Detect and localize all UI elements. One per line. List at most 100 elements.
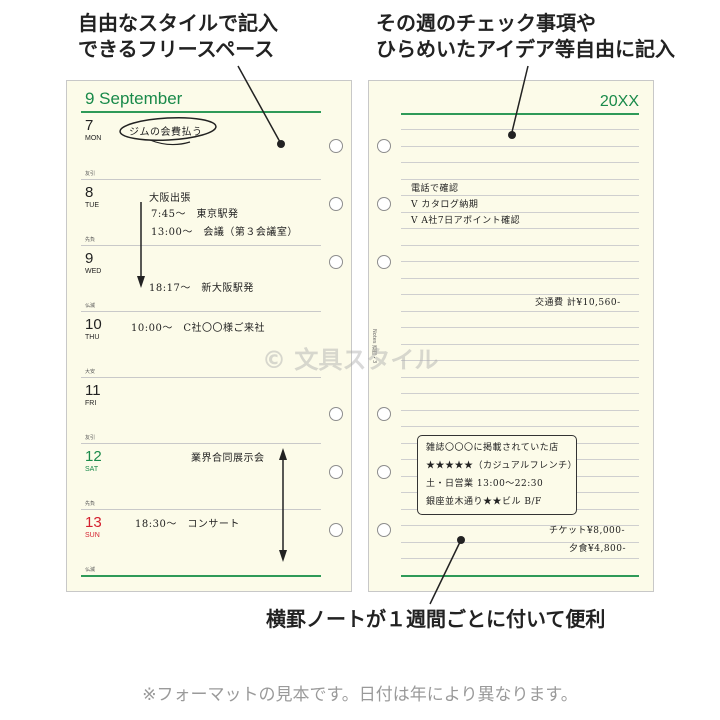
day-name: SUN — [85, 532, 100, 539]
ruled-line — [401, 343, 639, 345]
day-number: 8 — [85, 184, 94, 201]
memo-line-2: ★★★★★（カジュアルフレンチ） — [426, 461, 578, 471]
binder-hole — [377, 255, 391, 269]
day-row-fri[interactable]: 11 FRI 友引 — [81, 377, 321, 443]
day-number: 13 — [85, 514, 102, 531]
ruled-line — [401, 525, 639, 526]
rokuyo-label: 仏滅 — [85, 303, 96, 309]
ruled-line — [401, 376, 639, 378]
expo-arrow-up-icon — [279, 448, 287, 460]
binder-hole — [329, 523, 343, 537]
day-number: 11 — [85, 382, 101, 399]
binder-hole — [329, 465, 343, 479]
ruled-line — [401, 409, 639, 411]
binder-hole — [329, 139, 343, 153]
note-gym-fee: ジムの会費払う — [129, 127, 203, 138]
sample-footnote: ※フォーマットの見本です。日付は年により異なります。 — [142, 685, 578, 705]
ruled-line — [401, 327, 639, 328]
day-row-tue[interactable]: 8 TUE 先負 — [81, 179, 321, 245]
ruled-line — [401, 145, 639, 147]
ruled-line — [401, 558, 639, 559]
ruled-line — [401, 228, 639, 229]
gym-note-underline — [149, 139, 191, 146]
day-name: TUE — [85, 202, 99, 209]
ruled-line — [401, 211, 639, 213]
binder-hole — [329, 197, 343, 211]
note-depart-tokyo: 7:45〜 東京駅発 — [151, 209, 239, 220]
day-row-sun[interactable]: 13 SUN 仏滅 — [81, 509, 321, 575]
rokuyo-label: 仏滅 — [85, 567, 96, 573]
day-number: 12 — [85, 448, 102, 465]
ruled-line — [401, 541, 639, 543]
rokuyo-label: 大安 — [85, 369, 96, 375]
day-row-thu[interactable]: 10 THU 大安 — [81, 311, 321, 377]
header-rule — [81, 111, 321, 113]
copyright-watermark: © 文具スタイル — [262, 346, 439, 374]
memo-line-3: 土・日営業 13:00〜22:30 — [426, 479, 544, 489]
note-client-visit: 10:00〜 C社〇〇様ご来社 — [131, 323, 265, 334]
free-space-pointer-dot — [277, 140, 285, 148]
day-number: 10 — [85, 316, 102, 333]
note-trade-expo: 業界合同展示会 — [191, 453, 265, 464]
month-title: 9 September — [85, 89, 183, 108]
free-space-callout: 自由なスタイルで記入 できるフリースペース — [78, 10, 278, 62]
ruled-line — [401, 294, 639, 295]
note-concert: 18:30〜 コンサート — [135, 519, 240, 530]
note-depart-shin-osaka: 18:17〜 新大阪駅発 — [149, 283, 254, 294]
day-name: MON — [85, 135, 102, 142]
free-space-pointer-line — [237, 65, 281, 143]
binder-hole — [329, 255, 343, 269]
page-side-label: Notes 週間・3 — [371, 329, 377, 364]
note-transport-total: 交通費 計¥10,560- — [535, 298, 621, 308]
header-rule — [401, 113, 639, 115]
ruled-notes-callout: 横罫ノートが１週間ごとに付いて便利 — [266, 607, 606, 631]
ruled-line — [401, 277, 639, 279]
footer-rule — [401, 575, 639, 577]
ruled-line — [401, 310, 639, 312]
note-check-appointment: V A社7日アポイント確認 — [411, 216, 521, 226]
binder-hole — [377, 465, 391, 479]
day-row-sat[interactable]: 12 SAT 先負 — [81, 443, 321, 509]
binder-hole — [377, 407, 391, 421]
ruled-line — [401, 426, 639, 427]
binder-hole — [377, 197, 391, 211]
ruled-line — [401, 261, 639, 262]
day-number: 9 — [85, 250, 94, 267]
rokuyo-label: 友引 — [85, 171, 96, 177]
note-dinner-cost: 夕食¥4,800- — [569, 544, 627, 554]
day-row-mon[interactable]: 7 MON 友引 — [81, 113, 321, 179]
memo-line-4: 銀座並木通り★★ビル B/F — [426, 497, 542, 507]
weekly-notes-pointer-line — [511, 65, 529, 133]
rokuyo-label: 友引 — [85, 435, 96, 441]
day-row-wed[interactable]: 9 WED 仏滅 — [81, 245, 321, 311]
weekly-notes-page: 20XX Notes 週間・3 電話で確認 V カタログ納期 V A社7日アポイ… — [368, 80, 654, 592]
trip-arrow-head-icon — [137, 276, 145, 288]
note-osaka-trip: 大阪出張 — [149, 193, 191, 204]
ruled-notes-pointer-dot — [457, 536, 465, 544]
ruled-line — [401, 129, 639, 130]
ruled-line — [401, 360, 639, 361]
rokuyo-label: 先負 — [85, 237, 96, 243]
weekly-notes-callout: その週のチェック事項や ひらめいたアイデア等自由に記入 — [376, 10, 675, 62]
weekly-notes-pointer-dot — [508, 131, 516, 139]
ruled-line — [401, 195, 639, 196]
expo-arrow-down-icon — [279, 550, 287, 562]
footer-rule — [81, 575, 321, 577]
ruled-line — [401, 393, 639, 394]
day-name: SAT — [85, 466, 99, 473]
binder-hole — [377, 523, 391, 537]
ruled-line — [401, 178, 639, 180]
binder-hole — [377, 139, 391, 153]
rokuyo-label: 先負 — [85, 501, 96, 507]
restaurant-memo-box: 雑誌〇〇〇に掲載されていた店 ★★★★★（カジュアルフレンチ） 土・日営業 13… — [417, 435, 577, 515]
ruled-line — [401, 162, 639, 163]
day-number: 7 — [85, 117, 94, 134]
weekly-notes-callout-line2: ひらめいたアイデア等自由に記入 — [376, 37, 675, 61]
gym-note-circle — [119, 116, 217, 142]
year-title: 20XX — [599, 93, 639, 110]
day-name: FRI — [85, 400, 97, 407]
weekly-calendar-page: 9 September 7 MON 友引 8 TUE 先負 9 WED 仏滅 1… — [66, 80, 352, 592]
memo-line-1: 雑誌〇〇〇に掲載されていた店 — [426, 443, 559, 453]
free-space-callout-line1: 自由なスタイルで記入 — [78, 11, 278, 35]
